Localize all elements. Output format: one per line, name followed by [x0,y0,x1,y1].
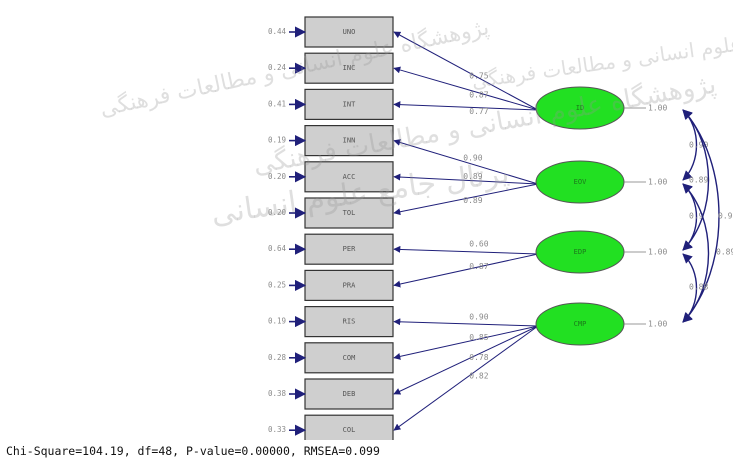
loading-arrow [393,66,539,111]
indicator-box-com [304,342,394,374]
indicator-label: DEB [343,390,356,398]
error-variance-value: 0.25 [268,280,286,289]
indicator-label: INT [343,100,356,108]
error-variance-value: 0.33 [268,425,286,434]
loading-arrow [393,101,539,111]
indicator-label: INN [343,137,356,145]
loading-arrow [393,173,539,185]
covariance-value: 0.89 [689,176,708,185]
error-variance-value: 0.20 [268,172,287,181]
latent-variance-value: 1.00 [648,178,667,187]
loading-value: 0.87 [469,90,488,99]
indicator-box-inn [304,124,394,157]
fit-statistics: Chi-Square=104.19, df=48, P-value=0.0000… [6,444,380,458]
loading-value: 0.78 [469,353,488,362]
indicator-label: TOL [343,209,356,217]
error-variance-value: 0.28 [268,353,287,362]
loading-arrow [393,183,539,216]
error-variance-value: 0.19 [268,136,286,145]
error-variance-value: 0.64 [268,244,287,253]
latent-variance-value: 1.00 [648,320,667,329]
error-variance-value: 0.44 [268,27,287,36]
indicator-label: PRA [343,281,356,289]
indicator-box-ris [304,306,394,338]
covariance-value: 0.89 [716,248,733,257]
loading-arrow [393,325,539,431]
latent-variance-value: 1.00 [648,104,667,113]
indicator-label: ACC [343,173,356,181]
covariance-value: 0.88 [689,283,708,292]
loading-value: 0.85 [469,333,488,342]
latent-label: ID [576,104,584,112]
indicator-box-inc [304,52,394,84]
error-variance-value: 0.41 [268,99,286,108]
diagram-canvas: UNO0.44INC0.24INT0.41INN0.19ACC0.20TOL0.… [268,16,733,446]
loading-arrow [393,325,539,360]
indicator-box-tol [304,197,394,229]
loading-value: 0.87 [469,262,488,271]
indicator-box-pra [304,269,394,301]
loading-arrow [393,245,539,255]
loading-value: 0.82 [469,371,488,380]
covariance-value: 0.9 [718,212,733,221]
loading-arrow [393,31,539,111]
loading-value: 0.90 [469,312,488,321]
latent-label: EOV [574,178,587,186]
indicator-label: INC [343,64,356,72]
loading-arrow [393,253,539,288]
error-variance-value: 0.19 [268,317,286,326]
covariance-value: 0.9 [689,212,704,221]
loading-value: 0.77 [469,107,488,116]
indicator-label: PER [343,245,356,253]
latent-label: CMP [574,320,587,328]
covariance-arrow [682,183,710,323]
loading-value: 0.90 [463,154,482,163]
indicator-box-deb [304,378,394,410]
indicator-label: UNO [343,28,356,36]
covariance-arrow [682,253,698,323]
loading-value: 0.89 [463,172,482,181]
covariance-value: 0.90 [689,141,708,150]
loading-value: 0.89 [463,196,482,205]
error-variance-value: 0.24 [268,63,287,72]
indicator-label: RIS [343,318,356,326]
loading-arrow [393,325,539,395]
indicator-label: COM [343,354,356,362]
loading-value: 0.75 [469,72,488,81]
error-variance-value: 0.38 [268,389,287,398]
latent-label: EDP [574,248,587,256]
loading-arrow [393,139,539,185]
indicator-label: COL [343,426,356,434]
latent-variance-value: 1.00 [648,248,667,257]
loading-arrow [393,318,539,327]
loading-value: 0.60 [469,239,488,248]
error-variance-value: 0.20 [268,208,287,217]
indicator-box-per [304,233,394,265]
